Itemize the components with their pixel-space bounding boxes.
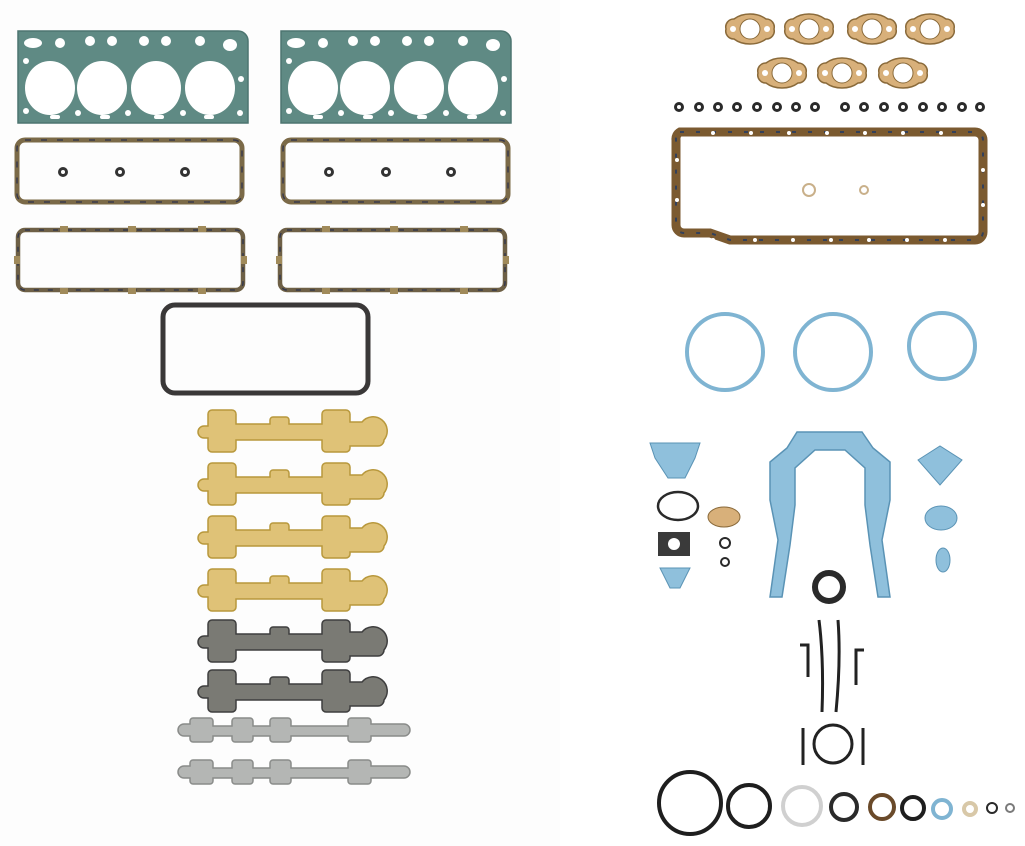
intake-manifold-gaskets-yellow (197, 409, 388, 612)
timing-cover-gasket (769, 431, 891, 598)
side-cover-gasket-2 (276, 226, 509, 294)
side-cover-gasket-1 (14, 226, 247, 294)
valve-cover-gasket-1 (17, 140, 242, 202)
misc-small-gaskets (649, 442, 963, 589)
right-gasket-group (600, 0, 1025, 846)
head-gasket-2 (280, 30, 512, 124)
o-rings (657, 770, 1015, 836)
valve-stem-seals (674, 102, 985, 112)
flange-gaskets-row2 (756, 57, 929, 89)
front-crank-seal (812, 570, 846, 604)
oil-pan-rubber-seal (160, 302, 371, 396)
valve-cover-gasket-2 (283, 140, 508, 202)
flange-gaskets-row1 (724, 13, 956, 45)
head-gasket-1 (17, 30, 249, 124)
washer-2 (859, 185, 869, 195)
oil-pan-gasket (671, 127, 988, 245)
rear-main-seal-strips (800, 619, 865, 765)
intake-manifold-gaskets-graphite (197, 619, 388, 713)
washer-1 (802, 183, 816, 197)
left-gasket-group (0, 30, 512, 785)
left-gasket-illustration (0, 30, 512, 785)
right-gasket-illustration (649, 13, 1015, 836)
round-cover-gaskets (685, 311, 977, 392)
exhaust-manifold-gaskets-steel (177, 717, 411, 785)
